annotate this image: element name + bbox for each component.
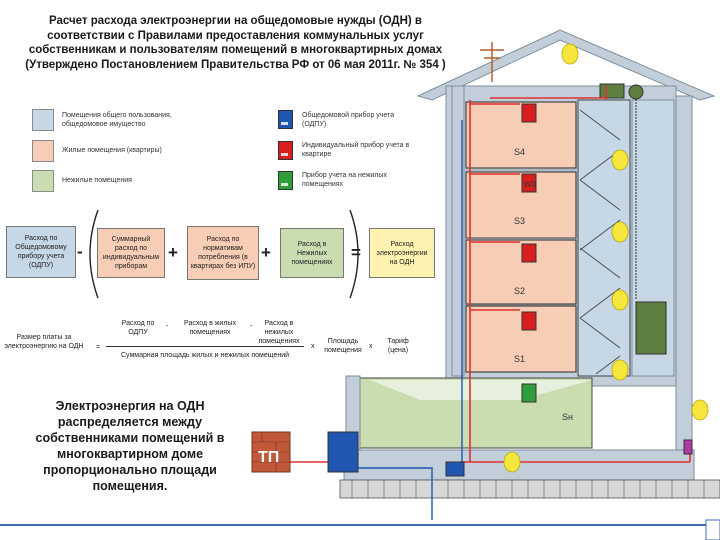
payment-equals: = [96,344,101,351]
legend-swatch-common [32,109,54,131]
legend-label-nonresidential: Нежилые помещения [62,177,132,184]
formula-op-plus-2: + [261,243,271,262]
note-line-5: пропорционально площади [43,463,217,477]
floor-label-w3: W3 [524,180,536,189]
floor-label-s3: S3 [514,216,526,226]
substation-label: ТП [258,449,280,466]
distribution-note: Электроэнергия на ОДН распределяется меж… [30,398,230,494]
payment-label: Размер платы за электроэнергию на ОДН [4,334,84,350]
legend-label-residential: Жилые помещения (квартиры) [62,147,162,154]
formula-op-equals: = [351,243,361,262]
legend-meter-odpu-icon [278,110,293,129]
floor-label-s1: S1 [514,354,526,364]
numerator-residential: Расход в жилых помещениях [184,320,236,336]
formula-ipu-sum-box: Суммарный расход по индивидуальным прибо… [97,228,165,278]
tariff: Тариф (цена) [387,338,409,354]
title-line-4: (Утверждено Постановлением Правительства… [25,58,446,71]
elevator-cabin [635,301,667,355]
formula-odpu-box: Расход по Общедомовому прибору учета (ОД… [6,226,76,278]
apartment-meter-3-icon [521,173,537,193]
title-line-3: собственникам и пользователям помещений … [28,44,443,56]
title-line-1: Расчет расхода электроэнергии на общедом… [48,15,422,27]
right-wall [675,95,693,485]
apartment-floor-3 [465,171,577,239]
floor-slabs [466,169,576,306]
stairs [579,109,621,375]
formula-nonres-box: Расход в Нежилых помещениях [280,228,344,278]
fraction-line [106,346,304,347]
numerator-minus-2: - [250,323,253,330]
floor-label-sn: Sн [562,412,573,422]
floor-label-s4: S4 [514,147,526,157]
note-line-3: собственниками помещений в [35,431,225,445]
diagram-title: Расчет расхода электроэнергии на общедом… [8,14,463,72]
formula-result-box: Расход электроэнергии на ОДН [369,228,435,278]
note-line-1: Электроэнергия на ОДН [55,399,205,413]
input-junction-icon [445,461,465,477]
legend-label-odpu: Общедомовой прибор учета (ОДПУ) [302,112,395,128]
title-line-2: соответствии с Правилами предоставления … [47,29,424,42]
apartment-floor-4 [465,101,577,169]
page-bottom-border [0,524,720,526]
floor-label-s2: S2 [514,286,526,296]
formula-norm-box: Расход по нормативам потребления (в квар… [187,226,259,280]
lamps [503,43,709,473]
elevator-motor [599,83,625,99]
numerator-nonresidential: Расход в нежилых помещениях [258,320,300,345]
lamp-basement-icon [503,451,521,473]
lamp-entrance-icon [691,399,709,421]
premises-area: Площадь помещения [324,338,362,354]
apartment-floor-1 [465,305,577,373]
elevator-pulley [628,84,644,100]
nonresidential-meter-icon [521,383,537,403]
note-line-4: многоквартирном доме [56,447,204,461]
times-sign-2: х [369,343,373,350]
legend-swatch-residential [32,140,54,162]
apartment-meter-1-icon [521,311,537,331]
note-line-2: распределяется между [57,415,203,429]
note-line-6: помещения. [92,479,168,493]
apartment-meter-4-icon [521,103,537,123]
formula-op-minus: - [77,242,83,261]
legend-label-nonres-meter: Прибор учета на нежилых помещениях [302,172,387,188]
numerator-odpu: Расход по ОДПУ [121,320,155,336]
legend-label-ipu: Индивидуальный прибор учета в квартире [302,142,410,158]
lamp-floor-1-icon [611,359,629,381]
legend-meter-ipu-icon [278,141,293,160]
building-meter-icon [327,431,359,473]
entrance-switch-icon [683,439,693,455]
lamp-floor-3-icon [611,221,629,243]
roof [416,29,716,101]
foundation [339,479,720,499]
times-sign-1: х [311,343,315,350]
legend-swatch-nonresidential [32,170,54,192]
lamp-attic-icon [561,43,579,65]
apartment-meter-2-icon [521,243,537,263]
formula-op-plus-1: + [168,243,178,262]
apartment-floor-2 [465,239,577,305]
legend-label-common: Помещения общего пользования, общедомово… [62,112,172,128]
lamp-floor-2-icon [611,289,629,311]
lamp-floor-4-icon [611,149,629,171]
denominator-total-area: Суммарная площадь жилых и нежилых помеще… [120,352,290,359]
formula-brackets [89,209,359,299]
legend-meter-nonres-icon [278,171,293,190]
numerator-minus-1: - [166,323,169,330]
